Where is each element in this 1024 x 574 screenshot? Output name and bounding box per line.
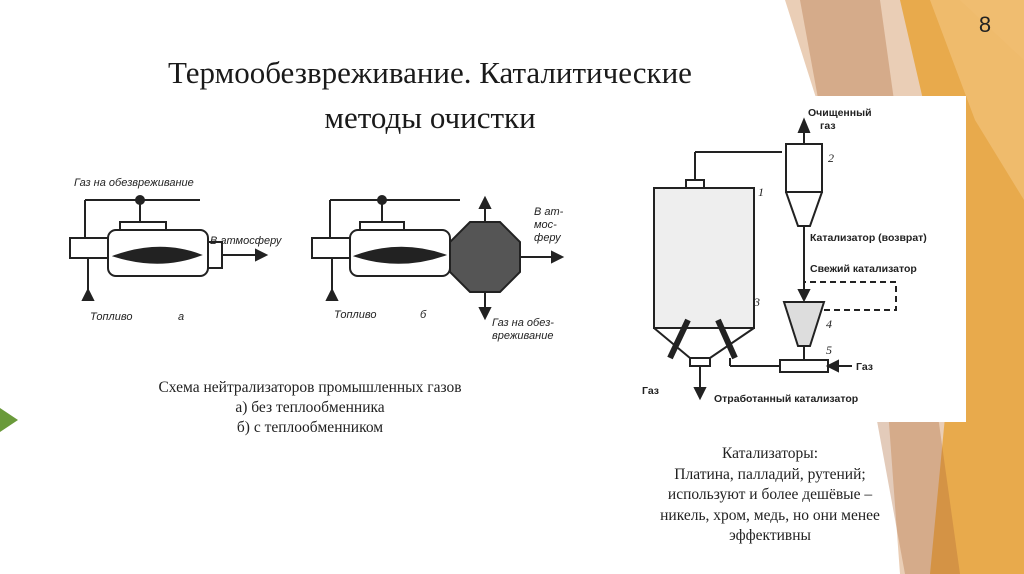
cyclone — [785, 143, 823, 193]
fuel-label-b: Топливо — [334, 309, 376, 321]
atmosphere-b-line-1: В ат- — [534, 206, 564, 218]
scheme-b — [311, 195, 565, 321]
slide-number: 8 — [978, 12, 992, 37]
letter-b: б — [420, 309, 427, 321]
ref-2: 2 — [828, 151, 834, 165]
caption-line-2: а) без теплообменника — [235, 399, 385, 416]
title-line-1: Термообезвреживание. Каталитические — [168, 55, 692, 90]
deco-panel-light — [930, 0, 1024, 200]
ref-5: 5 — [826, 343, 832, 357]
catalysts-line-2: используют и более дешёвые – — [667, 486, 873, 503]
letter-a: а — [178, 311, 184, 323]
gas-b-line-2: вреживание — [492, 330, 553, 342]
deco-triangle-left — [0, 408, 18, 432]
spent-catalyst-label: Отработанный катализатор — [714, 393, 858, 405]
title-line-2: методы очистки — [324, 100, 536, 135]
caption-line-1: Схема нейтрализаторов промышленных газов — [158, 379, 462, 396]
atmosphere-b-line-3: феру — [534, 232, 562, 244]
catalysts-line-4: эффективны — [729, 527, 811, 544]
fuel-label-a: Топливо — [90, 311, 132, 323]
gas-in-label-a: Газ на обезвреживание — [74, 177, 194, 189]
reactor-column — [653, 187, 755, 329]
scheme-a — [69, 195, 269, 301]
clean-gas-line-1: Очищенный — [808, 107, 872, 119]
catalytic-reactor-figure: Очищенный газ Катализатор (возврат) Свеж… — [620, 96, 966, 422]
ref-3: 3 — [753, 295, 760, 309]
clean-gas-line-2: газ — [820, 120, 836, 132]
catalysts-heading: Катализаторы: — [721, 445, 818, 462]
slide-title: Термообезвреживание. Каталитические мето… — [60, 50, 800, 140]
catalysts-text: Катализаторы: Платина, палладий, рутений… — [620, 444, 920, 547]
fresh-catalyst-label: Свежий катализатор — [810, 263, 917, 275]
gas-b-line-1: Газ на обез- — [492, 317, 554, 329]
neutralizer-schemes-figure: Газ на обезвреживание В атмосферу Топлив… — [60, 160, 580, 360]
atmosphere-label-a: В атмосферу — [210, 235, 283, 247]
ref-1: 1 — [758, 185, 764, 199]
atmosphere-b-line-2: мос- — [534, 219, 557, 231]
catalysts-line-1: Платина, палладий, рутений; — [674, 465, 866, 483]
figure-caption: Схема нейтрализаторов промышленных газов… — [90, 378, 530, 438]
gas-right-label: Газ — [856, 361, 873, 373]
catalysts-line-3: никель, хром, медь, но они менее — [660, 506, 880, 524]
gas-left-label: Газ — [642, 385, 659, 397]
catalyst-return-label: Катализатор (возврат) — [810, 232, 927, 244]
caption-line-3: б) с теплообменником — [236, 419, 384, 436]
ref-4: 4 — [826, 317, 832, 331]
catalyst-hopper — [782, 301, 826, 347]
